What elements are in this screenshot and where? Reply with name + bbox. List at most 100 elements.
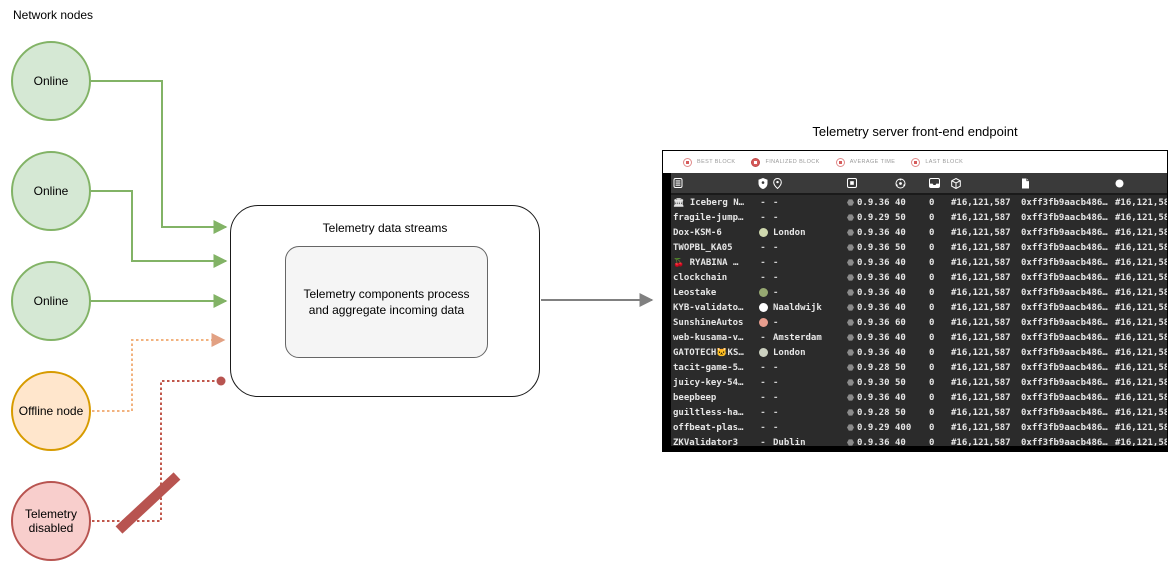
- version-cell: 0.9.36: [847, 228, 895, 238]
- table-row[interactable]: beepbeep - - 0.9.36 40 0 #16,121,587 0xf…: [671, 390, 1167, 405]
- validator-cell: [753, 227, 773, 238]
- finalized-block-cell: #16,121,583: [1115, 347, 1167, 358]
- block-hash-cell: 0xff3fb9aacb486…: [1021, 392, 1108, 403]
- version-cell: 0.9.29: [847, 423, 895, 433]
- txs-cell: 0: [929, 437, 935, 448]
- txs-cell: 0: [929, 407, 935, 418]
- block-hash-cell: 0xff3fb9aacb486…: [1021, 332, 1108, 343]
- block-hash-cell: 0xff3fb9aacb486…: [1021, 212, 1108, 223]
- network-nodes-label: Network nodes: [13, 8, 94, 22]
- peer-count-cell: 40: [895, 392, 906, 403]
- offline-stream-dotted: [92, 333, 226, 412]
- block-number-column-header[interactable]: [951, 177, 1021, 189]
- table-row[interactable]: GATOTECH🐱KS… London 0.9.36 40 0 #16,121,…: [671, 345, 1167, 360]
- finalized-block-cell: #16,121,583: [1115, 392, 1167, 403]
- version-cell: 0.9.36: [847, 333, 895, 343]
- validator-cell: -: [760, 437, 766, 448]
- table-row[interactable]: tacit-game-5… - - 0.9.28 50 0 #16,121,58…: [671, 360, 1167, 375]
- block-number-cell: #16,121,587: [951, 287, 1011, 298]
- finalized-block-cell: #16,121,583: [1115, 377, 1167, 388]
- block-hash-cell: 0xff3fb9aacb486…: [1021, 227, 1108, 238]
- version-cell: 0.9.30: [847, 378, 895, 388]
- network-node-offline-4: Offline node: [11, 371, 91, 451]
- table-row[interactable]: Leostake - 0.9.36 40 0 #16,121,587 0xff3…: [671, 285, 1167, 300]
- block-hash-column-header[interactable]: [1021, 178, 1115, 189]
- location-cell: -: [773, 242, 779, 253]
- node-label: Online: [33, 183, 69, 198]
- block-number-cell: #16,121,587: [951, 197, 1011, 208]
- finalized-block-cell: #16,121,583: [1115, 227, 1167, 238]
- node-name-cell: 🍒 RYABINA …: [673, 257, 739, 268]
- version-icon: [847, 379, 854, 386]
- telemetry-server-panel: BEST BLOCK FINALIZED BLOCK AVERAGE TIME …: [662, 150, 1168, 452]
- txs-cell: 0: [929, 197, 935, 208]
- table-row[interactable]: ZKValidator3 - Dublin 0.9.36 40 0 #16,12…: [671, 435, 1167, 448]
- node-name-cell: tacit-game-5…: [673, 362, 744, 373]
- transactions-column-header[interactable]: [929, 178, 951, 188]
- peer-count-cell: 50: [895, 377, 906, 388]
- peer-count-cell: 40: [895, 437, 906, 448]
- table-row[interactable]: 🍒 RYABINA … - - 0.9.36 40 0 #16,121,587 …: [671, 255, 1167, 270]
- table-row[interactable]: offbeat-plas… - - 0.9.29 400 0 #16,121,5…: [671, 420, 1167, 435]
- validator-cell: -: [760, 332, 766, 343]
- version-icon: [847, 364, 854, 371]
- implementation-column-header[interactable]: [847, 178, 895, 188]
- table-row[interactable]: clockchain - - 0.9.36 40 0 #16,121,587 0…: [671, 270, 1167, 285]
- validator-cell: [753, 287, 773, 298]
- finalized-block-cell: #16,121,583: [1115, 317, 1167, 328]
- table-row[interactable]: web-kusama-v… - Amsterdam 0.9.36 40 0 #1…: [671, 330, 1167, 345]
- peer-count-cell: 400: [895, 422, 912, 433]
- stat-item: AVERAGE TIME: [835, 157, 896, 167]
- table-row[interactable]: Dox-KSM-6 London 0.9.36 40 0 #16,121,587…: [671, 225, 1167, 240]
- stat-item: BEST BLOCK: [683, 157, 735, 167]
- location-cell: London: [773, 347, 806, 358]
- location-cell: Dublin: [773, 437, 806, 448]
- table-body: 🏛 Iceberg N… - - 0.9.36 40 0 #16,121,587…: [671, 195, 1167, 448]
- node-name-cell: Leostake: [673, 287, 717, 298]
- stat-label: FINALIZED BLOCK: [765, 159, 820, 165]
- node-name-cell: 🏛 Iceberg N…: [673, 197, 745, 208]
- block-hash-cell: 0xff3fb9aacb486…: [1021, 422, 1108, 433]
- version-icon: [847, 424, 854, 431]
- location-cell: -: [773, 422, 779, 433]
- location-column-header[interactable]: [773, 177, 847, 189]
- node-column-header[interactable]: [673, 178, 753, 188]
- validator-cell: -: [760, 392, 766, 403]
- location-cell: -: [773, 212, 779, 223]
- node-name-cell: beepbeep: [673, 392, 717, 403]
- block-number-cell: #16,121,587: [951, 377, 1011, 388]
- txs-cell: 0: [929, 242, 935, 253]
- peer-count-column-header[interactable]: [895, 178, 929, 189]
- version-icon: [847, 409, 854, 416]
- validator-column-header[interactable]: [753, 177, 773, 189]
- network-node-disabled-5: Telemetry disabled: [11, 481, 91, 561]
- block-hash-cell: 0xff3fb9aacb486…: [1021, 362, 1108, 373]
- validator-identicon: [758, 302, 768, 312]
- peer-count-cell: 40: [895, 272, 906, 283]
- finalized-block-column-header[interactable]: [1115, 179, 1167, 188]
- telemetry-components-box: Telemetry components process and aggrega…: [285, 246, 488, 358]
- version-cell: 0.9.36: [847, 273, 895, 283]
- peer-count-cell: 50: [895, 212, 906, 223]
- network-node-online-3: Online: [11, 261, 91, 341]
- peer-count-cell: 40: [895, 332, 906, 343]
- server-panel-title: Telemetry server front-end endpoint: [812, 124, 1018, 139]
- finalized-circle-icon: [1115, 179, 1124, 188]
- table-row[interactable]: KYB-validato… Naaldwijk 0.9.36 40 0 #16,…: [671, 300, 1167, 315]
- location-cell: -: [773, 197, 779, 208]
- table-row[interactable]: juicy-key-54… - - 0.9.30 50 0 #16,121,58…: [671, 375, 1167, 390]
- telemetry-table: 🏛 Iceberg N… - - 0.9.36 40 0 #16,121,587…: [663, 173, 1167, 451]
- table-row[interactable]: SunshineAutos - 0.9.36 60 0 #16,121,587 …: [671, 315, 1167, 330]
- table-row[interactable]: TWOPBL_KA05 - - 0.9.36 50 0 #16,121,587 …: [671, 240, 1167, 255]
- table-row[interactable]: fragile-jump… - - 0.9.29 50 0 #16,121,58…: [671, 210, 1167, 225]
- table-row[interactable]: guiltless-ha… - - 0.9.28 50 0 #16,121,58…: [671, 405, 1167, 420]
- table-row[interactable]: 🏛 Iceberg N… - - 0.9.36 40 0 #16,121,587…: [671, 195, 1167, 210]
- block-stat-icon: [911, 157, 921, 167]
- location-cell: -: [773, 362, 779, 373]
- peer-count-cell: 60: [895, 317, 906, 328]
- version-cell: 0.9.36: [847, 198, 895, 208]
- block-number-cell: #16,121,587: [951, 422, 1011, 433]
- stat-item: LAST BLOCK: [911, 157, 963, 167]
- block-number-cell: #16,121,587: [951, 437, 1011, 448]
